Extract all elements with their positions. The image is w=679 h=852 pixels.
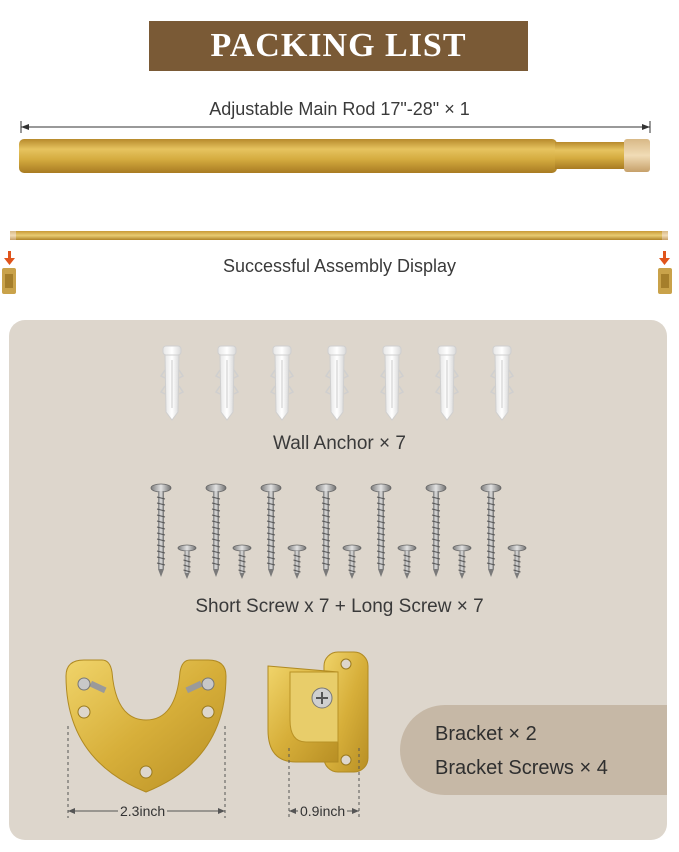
long-screw-icon (425, 483, 447, 578)
short-screw-icon (287, 544, 307, 580)
wall-anchor-group (160, 345, 514, 421)
rod-length-dimension (20, 121, 651, 133)
left-flange-icon (2, 268, 16, 294)
wall-anchor-icon (160, 345, 184, 421)
long-screw-icon (150, 483, 172, 578)
bracket-depth-label: 0.9inch (298, 803, 348, 819)
long-screw-icon (205, 483, 227, 578)
screw-group (150, 483, 527, 580)
right-assembly-arrow-icon (659, 251, 670, 265)
wall-anchor-icon (215, 345, 239, 421)
wall-anchor-icon (380, 345, 404, 421)
bracket-screws-label: Bracket Screws × 4 (435, 757, 608, 779)
short-screw-icon (342, 544, 362, 580)
short-screw-icon (397, 544, 417, 580)
left-assembly-arrow-icon (4, 251, 15, 265)
bracket-info-box: Bracket × 2 Bracket Screws × 4 (400, 705, 667, 795)
side-bracket-icon (267, 651, 369, 773)
assembly-label: Successful Assembly Display (222, 256, 457, 276)
long-screw-icon (480, 483, 502, 578)
main-rod-label: Adjustable Main Rod 17"-28" × 1 (209, 99, 470, 119)
wall-anchor-icon (435, 345, 459, 421)
bracket-width-label: 2.3inch (118, 803, 168, 819)
rod-illustrations (2, 121, 672, 294)
bracket-screw-icon (77, 677, 107, 694)
short-screw-icon (452, 544, 472, 580)
wall-anchor-label: Wall Anchor × 7 (273, 433, 406, 454)
wall-anchor-icon (490, 345, 514, 421)
main-rod (19, 139, 650, 173)
short-screw-icon (507, 544, 527, 580)
long-screw-icon (370, 483, 392, 578)
bracket-count-label: Bracket × 2 (435, 723, 537, 745)
wall-anchor-icon (325, 345, 349, 421)
wall-anchor-icon (270, 345, 294, 421)
long-screw-icon (260, 483, 282, 578)
short-screw-icon (177, 544, 197, 580)
assembled-rod (10, 231, 668, 240)
bracket-screw-icon (311, 687, 333, 709)
short-screw-icon (232, 544, 252, 580)
u-bracket-icon (65, 659, 227, 793)
screws-label: Short Screw x 7 + Long Screw × 7 (195, 596, 484, 617)
bracket-screw-icon (185, 677, 215, 694)
right-flange-icon (658, 268, 672, 294)
page-title: PACKING LIST (210, 27, 467, 64)
header-banner: PACKING LIST (149, 21, 528, 71)
long-screw-icon (315, 483, 337, 578)
